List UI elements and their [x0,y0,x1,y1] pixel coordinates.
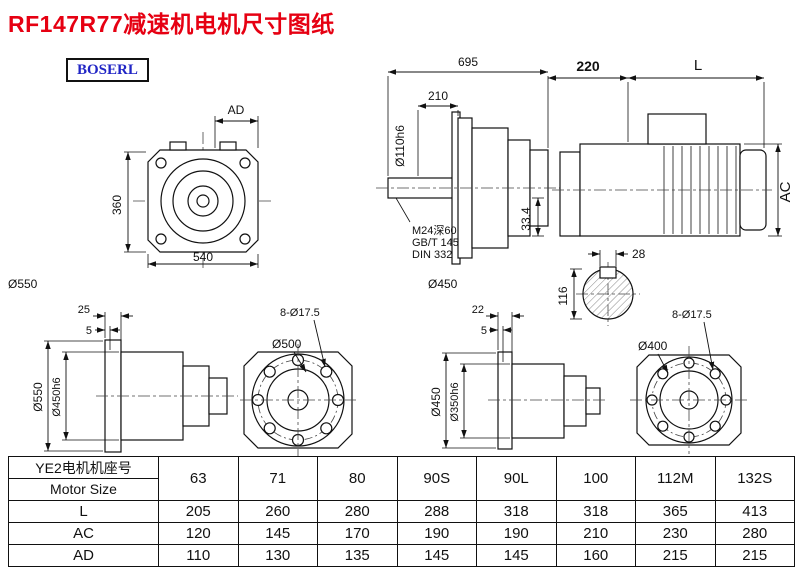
holes-label-500: 8-Ø17.5 [280,307,320,319]
table-row: AD 110 130 135 145 145 160 215 215 [8,544,795,567]
dim-22-label: 22 [472,304,484,316]
column-header-112m: 112M [635,456,716,501]
dim-L-label: L [694,57,702,74]
bore-label-500: Ø500 [272,337,302,351]
dim-ac-label: AC [777,181,794,202]
dim-550-label: Ø550 [8,277,38,291]
note-din-label: DIN 332 [412,249,452,261]
column-header-80: 80 [317,456,398,501]
page-title: RF147R77减速机电机尺寸图纸 [8,11,335,37]
column-header-132s: 132S [714,456,795,501]
dim-334-label: 33.4 [519,207,533,231]
flange-front-view-400: 8-Ø17.5 Ø400 [630,309,748,454]
row-label-ad: AD [8,544,159,567]
dim-210-label: 210 [428,89,448,103]
flange-front-view-500: 8-Ø17.5 Ø500 [240,307,356,456]
cell: 120 [158,522,239,545]
dim-28-label: 28 [632,247,646,261]
column-header-90s: 90S [396,456,477,501]
cell: 210 [555,522,636,545]
column-header-100: 100 [555,456,636,501]
row-label-l: L [8,500,159,523]
table-corner-header: YE2电机机座号 Motor Size [8,456,159,501]
cell: 318 [476,500,557,523]
dim-ad-label: AD [228,103,245,117]
table-row: AC 120 145 170 190 190 210 230 280 [8,522,795,545]
cell: 110 [158,544,239,567]
cell: 215 [714,544,795,567]
dim-695-label: 695 [458,55,478,69]
cell: 288 [396,500,477,523]
flange-side-view-large: 25 5 Ø550 Ø450h6 [31,304,238,453]
column-header-71: 71 [237,456,318,501]
dim-360-label: 360 [110,195,124,215]
cell: 170 [317,522,398,545]
gearbox-front-view: AD 360 540 Ø550 [8,103,272,291]
cell: 145 [237,522,318,545]
cell: 135 [317,544,398,567]
cell: 413 [714,500,795,523]
gearbox-side-view: 695 210 Ø110h6 M24深60 GB/T 145 DIN 332 3… [376,55,566,291]
cell: 260 [237,500,318,523]
table-header-en: Motor Size [50,480,117,497]
terminal-box [647,113,707,145]
column-header-90l: 90L [476,456,557,501]
dim-540-label: 540 [193,250,213,264]
cell: 215 [635,544,716,567]
row-label-ac: AC [8,522,159,545]
cell: 280 [714,522,795,545]
column-header-63: 63 [158,456,239,501]
cell: 190 [476,522,557,545]
cell: 160 [555,544,636,567]
motor-side-view: 220 L AC [548,57,794,237]
flange-side-view-small: 22 5 Ø450 Ø350h6 [429,304,608,450]
dim-116-label: 116 [556,286,570,305]
dim-220-label: 220 [576,58,600,74]
note-gbt-label: GB/T 145 [412,237,459,249]
cell: 205 [158,500,239,523]
note-tap-label: M24深60 [412,224,457,237]
dim-550-outer-label: Ø550 [31,382,45,412]
table-row: L 205 260 280 288 318 318 365 413 [8,500,795,523]
cell: 190 [396,522,477,545]
cell: 280 [317,500,398,523]
dim-shaft-dia-label: Ø110h6 [393,125,407,167]
dim-450-outer-label: Ø450 [429,387,443,417]
motor-shaft-section: 28 116 [556,247,646,326]
dim-450h6-label: Ø450h6 [51,377,63,416]
cell: 365 [635,500,716,523]
cell: 145 [396,544,477,567]
motor-adapter [559,151,581,237]
technical-drawing: AD 360 540 Ø550 695 2 [8,55,794,456]
motor-size-table: YE2电机机座号 Motor Size 63 71 80 90S 90L 100… [8,456,795,567]
holes-label-400: 8-Ø17.5 [672,309,712,321]
cell: 318 [555,500,636,523]
cell: 230 [635,522,716,545]
dim-5-label: 5 [86,325,92,337]
bore-label-400: Ø400 [638,339,668,353]
table-header-cn: YE2电机机座号 [9,458,158,479]
boserl-logo: BOSERL [66,58,149,82]
dim-450-label: Ø450 [428,277,458,291]
cell: 145 [476,544,557,567]
dim-25-label: 25 [78,304,90,316]
dim-350h6-label: Ø350h6 [449,382,461,421]
dim-5b-label: 5 [481,325,487,337]
keyway [599,266,617,279]
cell: 130 [237,544,318,567]
